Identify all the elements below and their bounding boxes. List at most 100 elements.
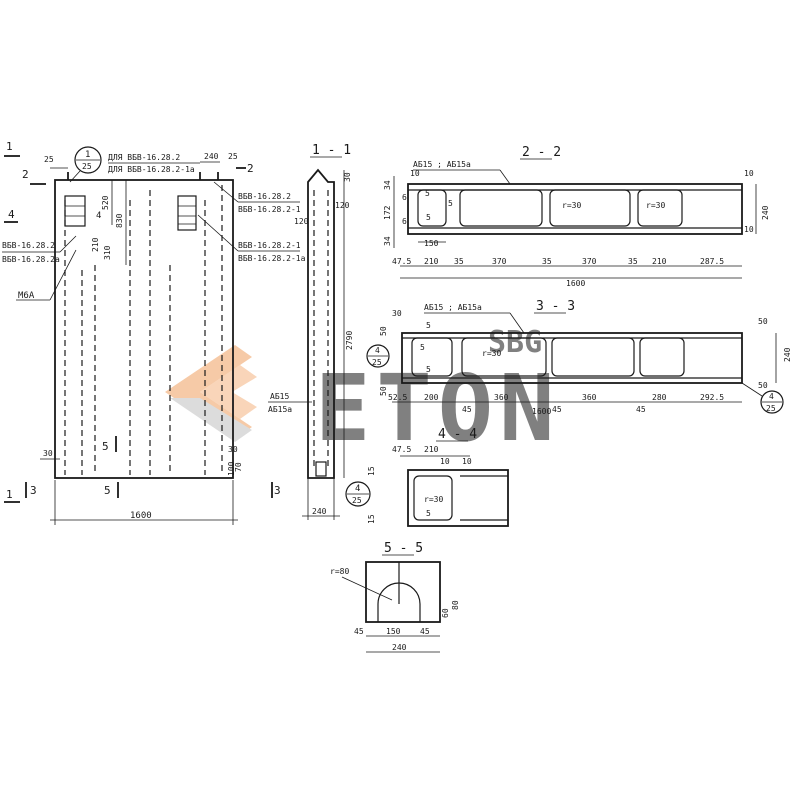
svg-text:4: 4 [375, 346, 380, 355]
opening-left [64, 195, 86, 227]
label-ab15-ab15a: АБ15 ; АБ15а [413, 160, 471, 169]
svg-text:360: 360 [582, 393, 597, 402]
radius-r80: r=80 [330, 567, 349, 576]
label-right-2b: ВБВ-16.28.2-1а [238, 254, 306, 263]
dim-30: 30 [343, 172, 352, 182]
label-right-1a: ВБВ-16.28.2 [238, 192, 291, 201]
svg-text:292.5: 292.5 [700, 393, 724, 402]
node-callout-1-25: 1 25 [69, 146, 102, 183]
svg-text:210: 210 [424, 257, 439, 266]
section-1-1-title: 1 - 1 [312, 143, 351, 158]
dim-120-a: 120 [335, 201, 350, 210]
section-2-2-title: 2 - 2 [522, 145, 561, 160]
svg-text:50: 50 [758, 381, 768, 390]
svg-text:370: 370 [492, 257, 507, 266]
svg-text:370: 370 [582, 257, 597, 266]
svg-text:6: 6 [402, 193, 407, 202]
svg-text:5: 5 [426, 213, 431, 222]
section-3-3-title: 3 - 3 [536, 299, 575, 314]
label-ab15: АБ15 [270, 392, 289, 401]
svg-text:35: 35 [454, 257, 464, 266]
section-mark-5-mid: 5 [102, 440, 109, 453]
section-3-3: 3 - 3 АБ15 ; АБ15а 30 r=30 5 5 5 50 50 5… [366, 299, 792, 416]
section-5-5-outline [365, 561, 441, 623]
dim-height-2790: 2790 [345, 331, 354, 350]
svg-text:50: 50 [758, 317, 768, 326]
svg-text:5: 5 [426, 509, 431, 518]
svg-text:АБ15 ; АБ15а: АБ15 ; АБ15а [424, 303, 482, 312]
section-mark-5-bottom: 5 [104, 484, 111, 497]
dim-172: 172 [383, 205, 392, 220]
dim-240: 240 [761, 205, 770, 220]
section-mark-4-inner: 4 [96, 211, 101, 221]
svg-text:15: 15 [367, 514, 376, 524]
svg-text:30: 30 [392, 309, 402, 318]
section-3-3-outline [401, 332, 743, 384]
section-mark-4: 4 [8, 208, 15, 221]
dim-30-bottom-right: 30 [228, 445, 238, 454]
svg-text:6: 6 [402, 217, 407, 226]
svg-text:45: 45 [354, 627, 364, 636]
section-4-4-title: 4 - 4 [438, 427, 477, 442]
label-left-2: ВБВ-16.28.2а [2, 255, 60, 264]
svg-text:25: 25 [82, 162, 92, 171]
svg-text:45: 45 [636, 405, 646, 414]
svg-text:25: 25 [372, 358, 382, 367]
section-4-4: 4 - 4 r=30 5 47.5 210 10 10 15 15 [367, 427, 509, 527]
section-mark-1-top: 1 [6, 140, 13, 153]
svg-text:50: 50 [379, 386, 388, 396]
section-mark-2-left: 2 [22, 168, 29, 181]
svg-text:10: 10 [462, 457, 472, 466]
svg-text:47.5: 47.5 [392, 445, 411, 454]
svg-text:1600: 1600 [532, 407, 551, 416]
dim-520: 520 [101, 195, 110, 210]
svg-text:15: 15 [367, 466, 376, 476]
svg-text:5: 5 [425, 189, 430, 198]
svg-text:210: 210 [652, 257, 667, 266]
dim-70: 70 [234, 462, 243, 472]
svg-text:5: 5 [420, 343, 425, 352]
svg-text:4: 4 [769, 392, 774, 401]
watermark-small-text: SBG [488, 325, 542, 360]
svg-text:360: 360 [494, 393, 509, 402]
watermark-text: ETON [315, 355, 561, 462]
svg-text:150: 150 [386, 627, 401, 636]
svg-text:10: 10 [744, 169, 754, 178]
svg-text:5: 5 [448, 199, 453, 208]
watermark-logo-icon [165, 345, 257, 442]
svg-text:4: 4 [355, 484, 360, 494]
dim-150: 150 [424, 239, 439, 248]
label-left-1: ВБВ-16.28.2 [2, 241, 55, 250]
void-3 [549, 189, 631, 227]
opening-right [177, 195, 197, 231]
watermark: SBG ETON [165, 325, 561, 462]
void-2 [459, 189, 543, 227]
svg-text:r=30: r=30 [424, 495, 443, 504]
svg-text:25: 25 [352, 496, 362, 505]
svg-text:5: 5 [426, 321, 431, 330]
dim-30-bottom-left: 30 [43, 449, 53, 458]
panel-outline [54, 179, 234, 479]
svg-text:35: 35 [628, 257, 638, 266]
section-4-4-outline [407, 469, 509, 527]
section-1-1: 1 - 1 30 120 120 2790 АБ15 АБ15а 4 25 24… [268, 143, 371, 520]
void-4 [637, 189, 683, 227]
svg-text:80: 80 [451, 600, 460, 610]
svg-text:10: 10 [744, 225, 754, 234]
label-right-1b: ВБВ-16.28.2-1 [238, 205, 301, 214]
dim-25-left: 25 [44, 155, 54, 164]
svg-text:45: 45 [420, 627, 430, 636]
section-mark-2-right: 2 [247, 162, 254, 175]
node-callout-left: 4 25 [366, 344, 390, 368]
dim-width-240: 240 [312, 507, 327, 516]
node-callout-right: 4 25 [741, 382, 784, 414]
dim-width-1600: 1600 [130, 511, 152, 521]
radius-r30-b: r=30 [646, 201, 665, 210]
svg-text:210: 210 [424, 445, 439, 454]
svg-text:200: 200 [424, 393, 439, 402]
svg-text:50: 50 [379, 326, 388, 336]
dim-210: 210 [91, 237, 100, 252]
svg-text:240: 240 [392, 643, 407, 652]
dim-34-bottom: 34 [383, 236, 392, 246]
svg-text:45: 45 [552, 405, 562, 414]
